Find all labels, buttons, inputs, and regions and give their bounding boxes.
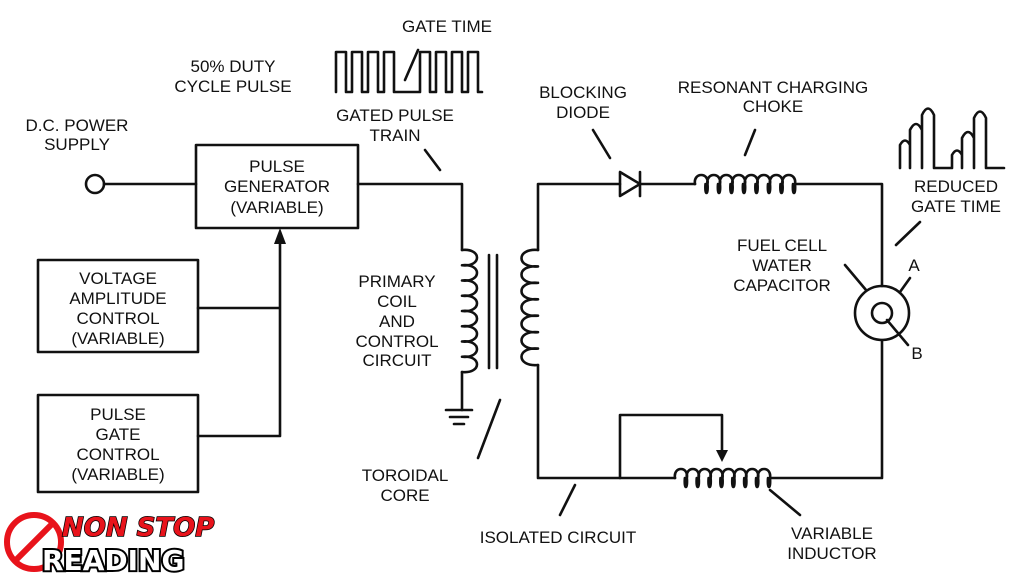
primary-label-2: COIL <box>377 292 417 311</box>
inductor-tap <box>618 413 724 480</box>
gated-pulse-label-2: TRAIN <box>370 126 421 145</box>
label-pointers <box>423 128 922 517</box>
gated-pulse-label: GATED PULSE <box>336 106 454 125</box>
primary-label-3: AND <box>379 312 415 331</box>
gate-control-box <box>36 393 200 494</box>
logo-text-2: READING <box>42 544 184 576</box>
voltage-label-4: (VARIABLE) <box>71 329 164 348</box>
diode-label: BLOCKING <box>539 83 627 102</box>
duty-cycle-label-2: CYCLE PULSE <box>174 77 291 96</box>
voltage-control-box <box>36 258 200 354</box>
primary-label: PRIMARY <box>358 272 435 291</box>
dc-power-label: D.C. POWER <box>26 116 129 135</box>
gated-pulse-waveform <box>334 50 484 94</box>
primary-coil <box>460 248 479 374</box>
arrow-down-icon <box>716 450 728 462</box>
secondary-coil <box>520 248 540 367</box>
diode-icon <box>618 170 642 198</box>
gate-control-label-4: (VARIABLE) <box>71 465 164 484</box>
arrow-up-icon <box>274 228 286 244</box>
gate-time-label: GATE TIME <box>402 17 492 36</box>
wires <box>36 48 1006 517</box>
diode-label-2: DIODE <box>556 103 610 122</box>
wire-controls <box>196 234 282 438</box>
gate-control-label-2: GATE <box>95 425 140 444</box>
fuel-cell-inner <box>870 301 894 325</box>
reduced-gate-label-2: GATE TIME <box>911 197 1001 216</box>
pulse-generator-box <box>194 143 360 230</box>
toroidal-label-2: CORE <box>380 486 429 505</box>
pulse-generator-label: PULSE <box>249 157 305 176</box>
variable-inductor-coil <box>673 467 772 489</box>
wire-secondary <box>536 182 884 480</box>
variable-inductor-label-2: INDUCTOR <box>787 544 876 563</box>
toroidal-core <box>487 253 499 370</box>
no-sign-slash <box>12 520 56 564</box>
gate-control-label: PULSE <box>90 405 146 424</box>
dc-power-label-2: SUPPLY <box>44 135 110 154</box>
duty-cycle-label: 50% DUTY <box>190 57 275 76</box>
choke-label-2: CHOKE <box>743 97 803 116</box>
fuel-cell-capacitor <box>853 284 911 342</box>
variable-inductor-label: VARIABLE <box>791 524 873 543</box>
voltage-label: VOLTAGE <box>79 269 157 288</box>
pulse-generator-label-2: GENERATOR <box>224 177 330 196</box>
ground-icon <box>444 408 474 426</box>
resonant-choke-coil <box>693 173 797 195</box>
reduced-gate-waveform <box>898 107 1006 170</box>
gate-control-label-3: CONTROL <box>76 445 159 464</box>
primary-label-5: CIRCUIT <box>363 351 432 370</box>
labels: D.C. POWER SUPPLY 50% DUTY CYCLE PULSE G… <box>26 17 1002 563</box>
voltage-label-3: CONTROL <box>76 309 159 328</box>
pulse-generator-label-3: (VARIABLE) <box>230 198 323 217</box>
terminal-b-label: B <box>911 344 922 363</box>
coils <box>460 173 797 489</box>
gate-time-pointer <box>403 48 420 82</box>
choke-label: RESONANT CHARGING <box>678 78 869 97</box>
no-sign-icon <box>4 512 64 572</box>
terminal-a-label: A <box>908 256 920 275</box>
fuel-cell-label-3: CAPACITOR <box>733 276 831 295</box>
wire-primary <box>356 182 464 412</box>
isolated-circuit-label: ISOLATED CIRCUIT <box>480 528 636 547</box>
reduced-gate-label: REDUCED <box>914 177 998 196</box>
logo: NON STOP READING <box>4 512 215 576</box>
toroidal-label: TOROIDAL <box>362 466 449 485</box>
fuel-cell-label: FUEL CELL <box>737 236 827 255</box>
logo-text-1: NON STOP <box>62 513 214 543</box>
voltage-label-2: AMPLITUDE <box>69 289 166 308</box>
fuel-cell-label-2: WATER <box>752 256 812 275</box>
primary-label-4: CONTROL <box>355 332 438 351</box>
dc-power-terminal <box>84 173 106 195</box>
